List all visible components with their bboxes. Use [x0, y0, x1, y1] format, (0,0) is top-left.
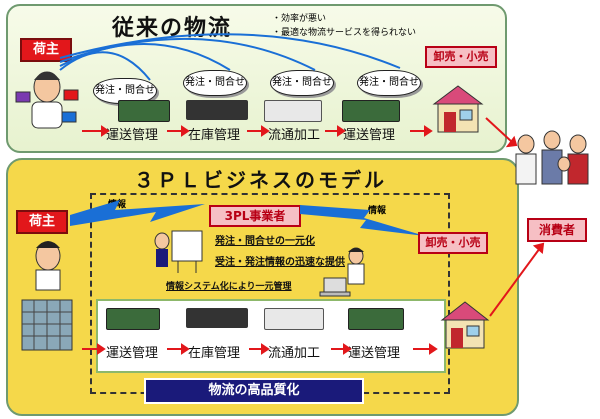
order-inquiry-cloud-2: 発注・問合せ — [183, 70, 247, 96]
bullet-centralized-orders: 発注・問合せの一元化 — [215, 236, 315, 247]
information-bolts — [70, 200, 425, 236]
step-processing-top: 流通加工 — [268, 128, 321, 143]
retail-label-top: 卸売・小売 — [425, 46, 497, 68]
system-note: 情報システム化により一元管理 — [166, 279, 292, 292]
consumers-family-illustration — [515, 130, 589, 185]
shipper-label-bottom: 荷主 — [16, 210, 68, 234]
step-transport-1-top: 運送管理 — [106, 128, 159, 143]
note-inefficient: ・効率が悪い — [272, 14, 327, 24]
system-note-text: 情報システム化により一元管理 — [166, 282, 292, 292]
note-suboptimal: ・最適な物流サービスを得られない — [272, 28, 417, 38]
retail-label-bottom: 卸売・小売 — [418, 232, 488, 254]
order-inquiry-cloud-4: 発注・問合せ — [357, 70, 421, 96]
step-transport-2-top: 運送管理 — [343, 128, 396, 143]
quality-banner: 物流の高品質化 — [144, 378, 364, 404]
processing-truck-icon — [264, 100, 322, 122]
conventional-notes: ・効率が悪い ・最適な物流サービスを得られない — [272, 12, 416, 40]
truck-icon — [118, 100, 170, 122]
info-label-right: 情報 — [368, 206, 387, 216]
warehouse-truck-icon-bottom — [186, 308, 248, 328]
step-transport-2-bottom: 運送管理 — [348, 346, 401, 361]
busy-shipper-illustration — [15, 71, 79, 129]
computer-icon — [319, 277, 351, 297]
presenter-illustration — [154, 230, 203, 273]
operator-illustration — [347, 247, 365, 285]
consumer-label: 消費者 — [527, 218, 587, 242]
order-inquiry-cloud-3: 発注・問合せ — [270, 70, 334, 96]
truck-icon-bottom — [106, 308, 160, 330]
store-icon — [432, 85, 484, 133]
processing-truck-icon-bottom — [264, 308, 324, 330]
truck-icon-2 — [342, 100, 400, 122]
step-processing-bottom: 流通加工 — [268, 346, 321, 361]
shipper-label-top: 荷主 — [20, 38, 72, 62]
3pl-provider-label: 3PL事業者 — [209, 205, 301, 227]
truck-icon-bottom-2 — [348, 308, 404, 330]
step-inventory-bottom: 在庫管理 — [188, 346, 241, 361]
conventional-logistics-panel — [6, 4, 507, 153]
bullet-rapid-info: 受注・発注情報の迅速な提供 — [215, 257, 345, 268]
shipper-building-illustration — [21, 241, 73, 351]
3pl-model-title: ３ＰＬビジネスのモデル — [134, 168, 387, 192]
bottom-flow-arrows — [82, 343, 438, 355]
step-transport-1-bottom: 運送管理 — [106, 346, 159, 361]
top-flow-arrows — [82, 125, 433, 137]
store-icon-bottom — [440, 301, 490, 349]
inquiry-arcs — [59, 33, 401, 81]
warehouse-truck-icon — [186, 100, 248, 120]
step-inventory-top: 在庫管理 — [188, 128, 241, 143]
